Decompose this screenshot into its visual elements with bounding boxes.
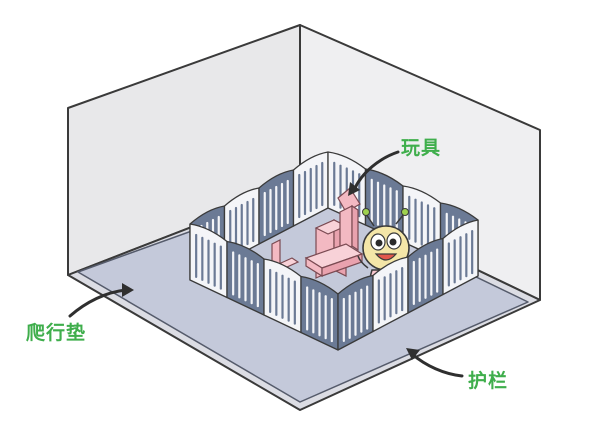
toy-blocks: [268, 187, 364, 279]
mat-arrow-icon: [68, 288, 128, 318]
mat-arrowhead-icon: [122, 283, 134, 297]
toys-arrowhead-icon: [348, 182, 360, 196]
fence-front: [189, 219, 479, 351]
fence-label: 护栏: [468, 370, 509, 392]
crawling-mat-label: 爬行垫: [26, 322, 87, 344]
toys-label: 玩具: [401, 137, 442, 159]
toys-arrow-icon: [352, 150, 400, 192]
fence-arrow-icon: [410, 352, 464, 378]
fence-arrowhead-icon: [406, 348, 420, 360]
